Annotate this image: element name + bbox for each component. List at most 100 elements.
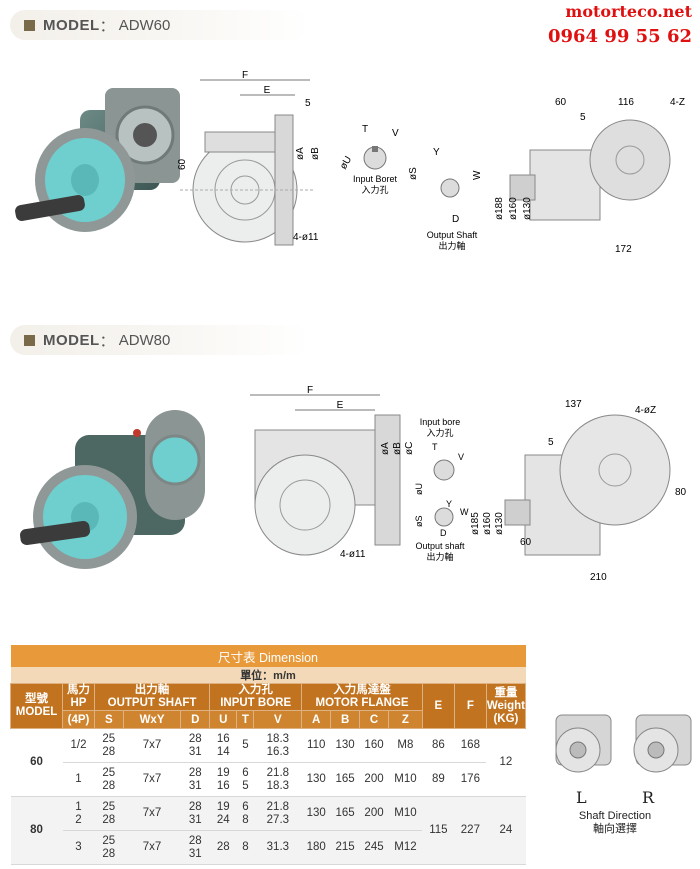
adw60-bore-shaft-detail: øC øU T V Input Boret 入力孔 øS Y W D Outpu… <box>320 124 483 251</box>
adw80-bore-shaft-detail: Input bore 入力孔 T V øU øS Y W D Output sh… <box>414 417 469 562</box>
col-c: C <box>359 710 389 729</box>
dim-b: øB <box>392 442 403 455</box>
model-value: ADW60 <box>118 16 171 34</box>
col-e: E <box>421 683 455 729</box>
model-label: MODEL <box>43 331 100 349</box>
dim-s: øS <box>414 515 424 527</box>
dim-s: øS <box>408 167 419 180</box>
adw80-side-drawing: F E øA øB øC 4-ø11 <box>250 385 415 560</box>
input-bore-zh: 入力孔 <box>361 184 388 195</box>
col-b: B <box>330 710 361 729</box>
dim-5b: 5 <box>580 112 586 123</box>
dim-a: øA <box>380 442 391 455</box>
dim-b: øB <box>310 147 320 160</box>
model-header-adw60: MODEL ： ADW60 <box>10 10 310 40</box>
model-header-adw80: MODEL ： ADW80 <box>10 325 310 355</box>
input-bore-zh: 入力孔 <box>426 427 453 438</box>
col-a: A <box>301 710 332 729</box>
dim-160: ø160 <box>482 512 493 535</box>
dim-w: W <box>472 170 483 180</box>
col-hp-sub: (4P) <box>62 710 95 729</box>
dim-v: V <box>392 128 399 139</box>
dim-bolt: 4-ø11 <box>293 232 319 243</box>
dim-d: D <box>452 214 459 225</box>
table-unit: 單位：m/m <box>10 667 526 684</box>
dim-210: 210 <box>590 572 607 583</box>
adw60-photo <box>15 88 180 232</box>
adw80-front-drawing: 137 4-øZ 5 80 ø185 ø160 ø130 60 210 <box>470 399 687 583</box>
dim-60b: 60 <box>555 97 567 108</box>
dim-f: F <box>307 385 313 396</box>
dim-130: ø130 <box>494 512 505 535</box>
dim-c: øC <box>404 442 415 455</box>
dim-y: Y <box>433 147 440 158</box>
bullet-square-icon <box>24 19 35 31</box>
dim-u: øU <box>414 483 424 495</box>
col-s: S <box>94 710 124 729</box>
output-shaft-en: Output shaft <box>415 541 465 551</box>
dim-60: 60 <box>177 158 188 170</box>
model-label: MODEL <box>43 16 100 34</box>
col-u: U <box>209 710 238 729</box>
dim-d: D <box>440 528 447 538</box>
adw80-photo <box>20 410 205 569</box>
dim-f: F <box>242 70 248 81</box>
dim-bolt: 4-ø11 <box>340 549 366 560</box>
dim-137: 137 <box>565 399 582 410</box>
dim-4z: 4-øZ <box>635 405 656 416</box>
col-d: D <box>180 710 211 729</box>
dim-4z: 4-Z <box>670 97 685 108</box>
shaft-direction-drawings <box>555 714 692 773</box>
dim-y: Y <box>446 499 452 509</box>
col-wxy: WxY <box>122 710 182 729</box>
dim-a: øA <box>295 147 306 160</box>
dim-188: ø188 <box>494 197 505 220</box>
dim-5: 5 <box>548 437 554 448</box>
dim-185: ø185 <box>470 512 481 535</box>
dim-80: 80 <box>675 487 687 498</box>
watermark-site: motorteco.net <box>565 2 692 21</box>
table-title: 尺寸表 Dimension <box>10 645 526 667</box>
output-shaft-zh: 出力軸 <box>438 240 465 251</box>
bullet-square-icon <box>24 334 35 346</box>
dim-u: øU <box>338 154 354 171</box>
dim-c: øC <box>320 142 323 155</box>
dim-e: E <box>337 400 344 411</box>
dim-116: 116 <box>618 97 634 108</box>
adw60-side-drawing: F E 5 60 øA øB 4-ø11 <box>177 70 320 246</box>
input-bore-en: Input Boret <box>353 174 398 184</box>
dim-t: T <box>432 442 438 452</box>
dim-172: 172 <box>615 244 632 255</box>
adw60-front-drawing: 60 116 5 4-Z ø188 ø160 ø130 172 <box>494 97 685 255</box>
dim-5: 5 <box>305 98 311 109</box>
model-sep: ： <box>99 332 115 350</box>
col-t: T <box>236 710 255 729</box>
output-shaft-zh: 出力軸 <box>426 551 453 562</box>
shaft-direction-caption: Shaft Direction 軸向選擇 <box>578 810 652 835</box>
dim-130: ø130 <box>522 197 533 220</box>
shaft-left-label: L <box>576 788 587 807</box>
shaft-right-label: R <box>642 788 655 807</box>
dim-t: T <box>362 124 368 135</box>
dim-e: E <box>264 85 271 96</box>
model-value: ADW80 <box>118 331 171 349</box>
output-shaft-en: Output Shaft <box>427 230 478 240</box>
col-z: Z <box>387 710 423 729</box>
dim-v: V <box>458 452 464 462</box>
dim-160: ø160 <box>508 197 519 220</box>
dim-w: W <box>460 507 469 517</box>
model-sep: ： <box>99 17 115 35</box>
col-f: F <box>453 683 487 729</box>
col-v: V <box>253 710 303 729</box>
